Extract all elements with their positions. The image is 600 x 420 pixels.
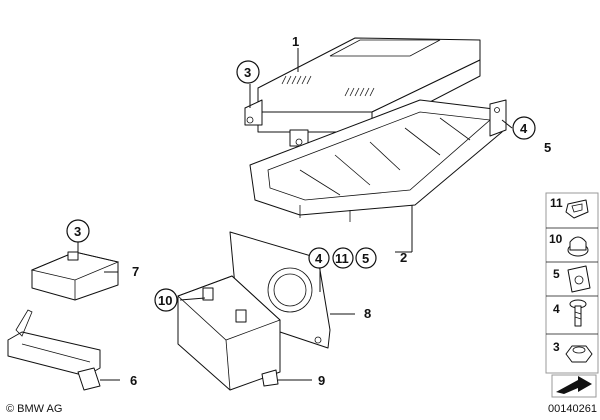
legend-label-11: 11: [550, 196, 563, 210]
callout-9: 9: [318, 373, 325, 388]
callout-5-right: 5: [544, 140, 551, 155]
part-6-bracket: [7, 309, 101, 391]
legend-label-3: 3: [553, 340, 560, 354]
callout-1: 1: [292, 34, 299, 49]
clip-icon: [565, 199, 589, 219]
legend-label-4: 4: [553, 302, 560, 316]
callout-3-top: 3: [244, 65, 251, 80]
screw-icon: [569, 299, 587, 327]
legend-label-10: 10: [549, 232, 563, 246]
diagram-code: 00140261: [548, 403, 597, 415]
callout-7: 7: [132, 264, 139, 279]
callout-5-mid: 5: [362, 251, 369, 266]
callout-10: 10: [158, 293, 172, 308]
copyright-text: © BMW AG: [6, 403, 62, 415]
part-7-small-module: [30, 251, 120, 301]
callout-4-right: 4: [520, 121, 528, 136]
part-2-tray-bracket: [249, 99, 507, 222]
callout-3-left: 3: [74, 224, 81, 239]
nut-icon: [565, 345, 593, 363]
callout-11-mid: 11: [335, 251, 349, 266]
callout-4-mid: 4: [315, 251, 323, 266]
arrow-symbol: [551, 374, 597, 398]
callout-6: 6: [130, 373, 137, 388]
leader-lines: [77, 48, 513, 381]
grommet-icon: [567, 236, 589, 257]
part-9-unit-housing: [177, 275, 281, 391]
legend-column: 11 10 5 4 3: [545, 192, 599, 398]
callout-8: 8: [364, 306, 371, 321]
callouts: 1 3 4 5 2 4 11 5 3 7 6 8 9 10: [66, 34, 551, 388]
callout-2: 2: [400, 250, 407, 265]
legend-label-5: 5: [553, 267, 560, 281]
spring-nut-icon: [567, 265, 591, 293]
